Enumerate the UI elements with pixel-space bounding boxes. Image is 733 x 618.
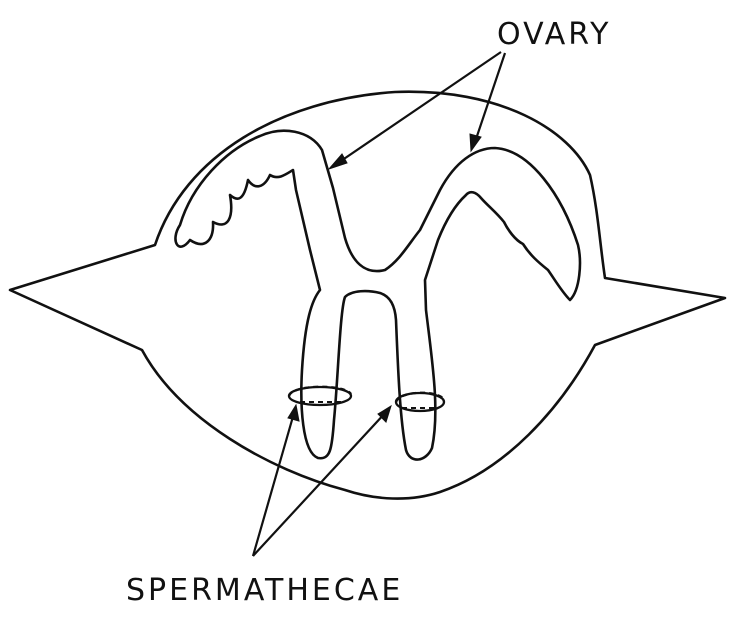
reproductive-tract: [175, 131, 579, 460]
body-outline: [10, 92, 725, 499]
ovary-arrow-left-line: [335, 52, 501, 165]
label-spermathecae: SPERMATHECAE: [126, 573, 403, 608]
ovary-arrow-right-head: [470, 134, 481, 151]
label-ovary: OVARY: [497, 17, 611, 52]
spermatheca-right: [396, 393, 444, 411]
spermathecae-arrow-left-head: [288, 405, 299, 421]
spermatheca-left: [289, 387, 351, 405]
spermathecae-arrows: [253, 405, 391, 556]
ovary-arrow-left-head: [329, 154, 347, 169]
